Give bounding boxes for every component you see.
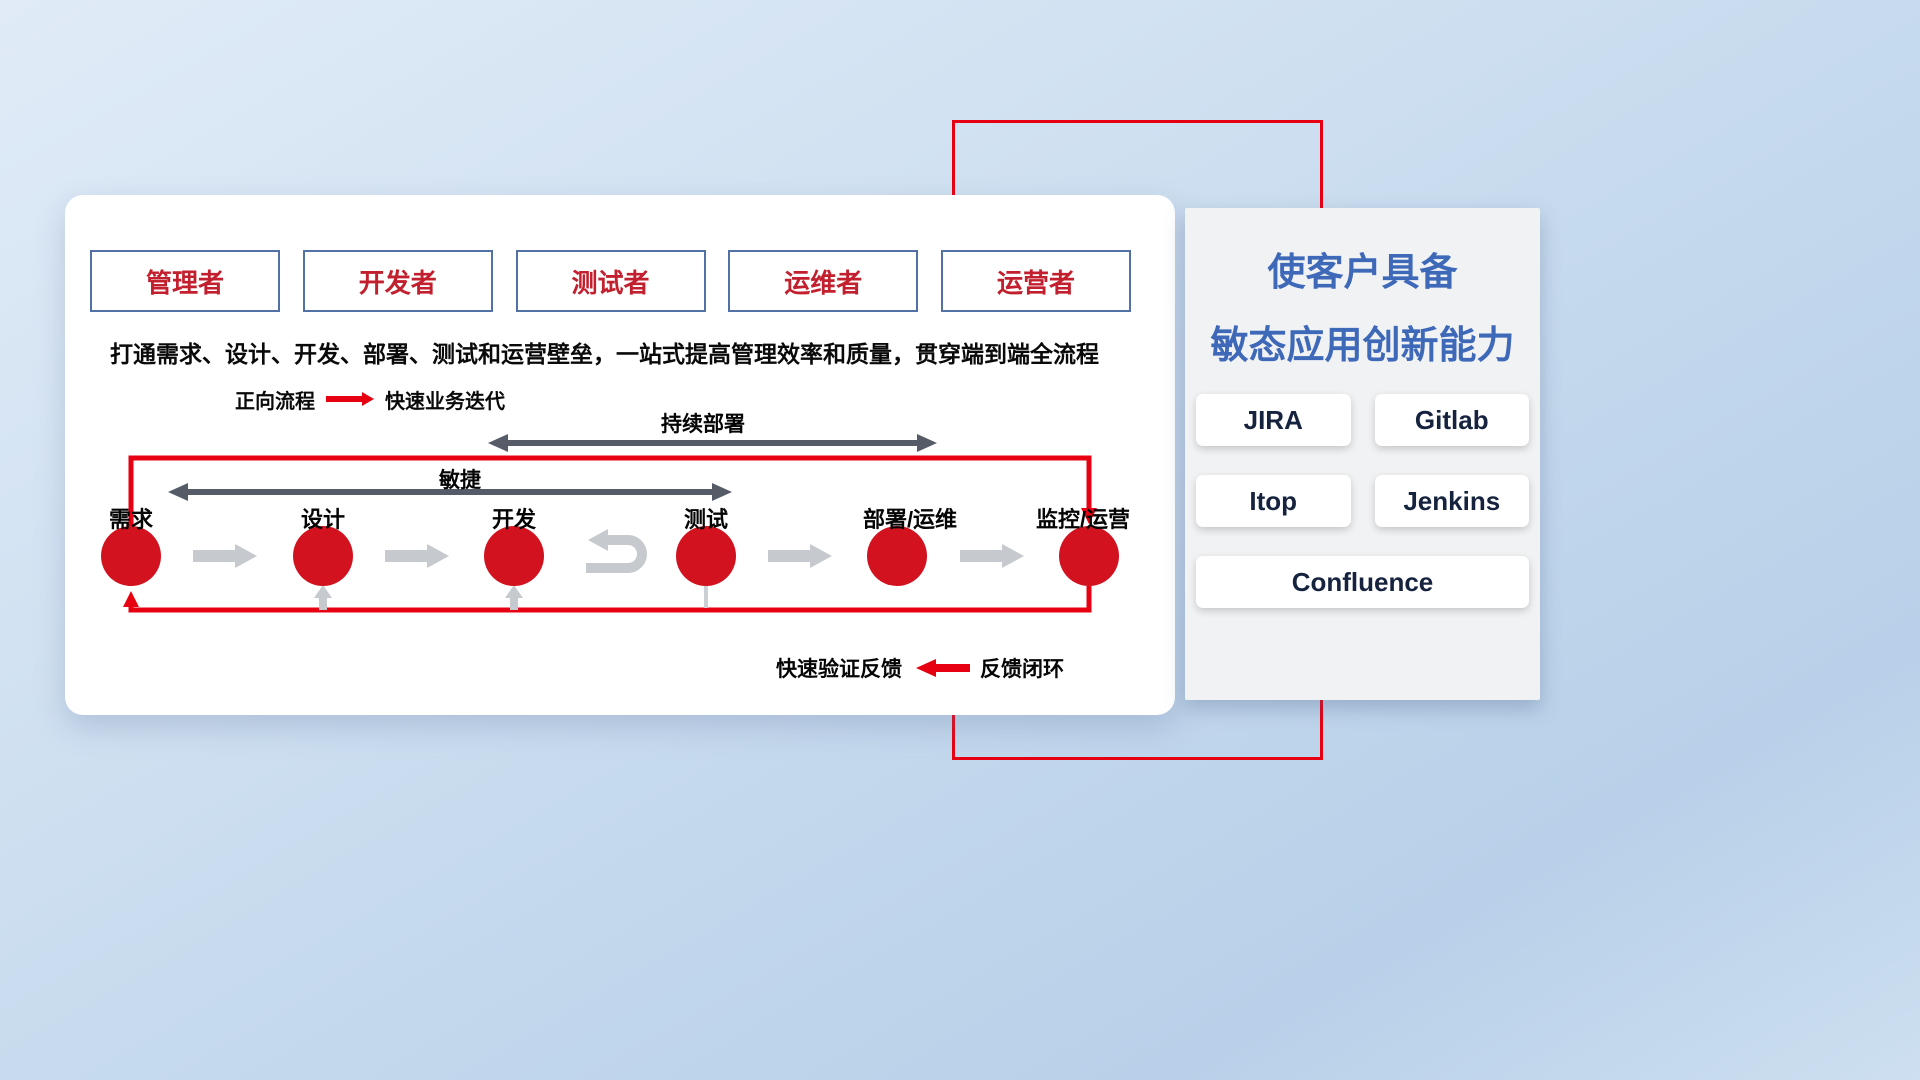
stage-label-requirements: 需求 [109, 507, 153, 532]
panel-title-line2: 敏态应用创新能力 [1210, 325, 1515, 367]
tool-itop: Itop [1196, 475, 1351, 527]
role-box-developer: 开发者 [302, 250, 493, 312]
continuous-deploy-arrowhead-right [917, 434, 937, 452]
tool-gitlab: Gitlab [1374, 394, 1529, 446]
stage-label-design: 设计 [301, 507, 345, 532]
stage-dot-deploy-ops [867, 526, 927, 586]
iteration-loop-icon [586, 535, 647, 573]
stage-arrow-3 [768, 544, 832, 568]
tools-grid: JIRA Gitlab Itop Jenkins Confluence [1196, 394, 1529, 608]
feedback-arrow-head-icon [916, 659, 936, 677]
stage-dot-requirements [101, 526, 161, 586]
stage-dot-development [484, 526, 544, 586]
continuous-deploy-label: 持续部署 [661, 412, 745, 436]
forward-legend-desc: 快速业务迭代 [385, 390, 505, 413]
agile-arrowhead-right [712, 483, 732, 501]
feedback-loop-line [128, 586, 1092, 613]
tool-jenkins: Jenkins [1374, 475, 1529, 527]
feedback-connector-dev [505, 585, 523, 610]
feedback-arrow-shaft [934, 664, 970, 672]
stage-dot-monitor-operation [1059, 526, 1119, 586]
continuous-deploy-arrowhead-left [488, 434, 508, 452]
stage-label-monitor-operation: 监控/运营 [1036, 507, 1130, 532]
role-box-ops: 运维者 [728, 250, 919, 312]
stage-dot-testing [676, 526, 736, 586]
feedback-legend-desc: 快速验证反馈 [776, 657, 902, 681]
tool-jira: JIRA [1196, 394, 1351, 446]
feedback-loop-arrowhead [123, 591, 139, 607]
stage-label-deploy-ops: 部署/运维 [863, 507, 957, 532]
forward-loop-line [128, 455, 1092, 526]
stage-arrow-2 [385, 544, 449, 568]
forward-arrow-icon [326, 392, 374, 406]
tools-panel: 使客户具备 敏态应用创新能力 JIRA Gitlab Itop Jenkins … [1185, 208, 1540, 700]
stage-arrow-1 [193, 544, 257, 568]
role-box-tester: 测试者 [515, 250, 706, 312]
iteration-loop-arrowhead [588, 529, 608, 551]
role-box-operator: 运营者 [941, 250, 1131, 312]
feedback-legend-label: 反馈闭环 [980, 657, 1064, 681]
stage-label-development: 开发 [492, 507, 537, 532]
agile-arrowhead-left [168, 483, 188, 501]
tool-confluence: Confluence [1196, 556, 1529, 608]
panel-title-line1: 使客户具备 [1267, 252, 1458, 294]
roles-row: 管理者 开发者 测试者 运维者 运营者 [90, 250, 1131, 312]
stage-label-testing: 测试 [684, 507, 728, 532]
stage-arrow-4 [960, 544, 1024, 568]
devops-flow-card: 管理者 开发者 测试者 运维者 运营者 打通需求、设计、开发、部署、测试和运营壁… [65, 195, 1175, 715]
agile-label: 敏捷 [438, 468, 481, 492]
flow-diagram: 持续部署 敏捷 [101, 412, 1130, 681]
forward-loop-arrowhead [1081, 508, 1097, 524]
subtitle-text: 打通需求、设计、开发、部署、测试和运营壁垒，一站式提高管理效率和质量，贯穿端到端… [110, 341, 1099, 367]
stage-dot-design [293, 526, 353, 586]
feedback-connector-design [314, 585, 332, 610]
forward-legend-label: 正向流程 [235, 390, 315, 413]
forward-legend: 正向流程 快速业务迭代 [235, 386, 505, 413]
role-box-manager: 管理者 [90, 250, 280, 312]
